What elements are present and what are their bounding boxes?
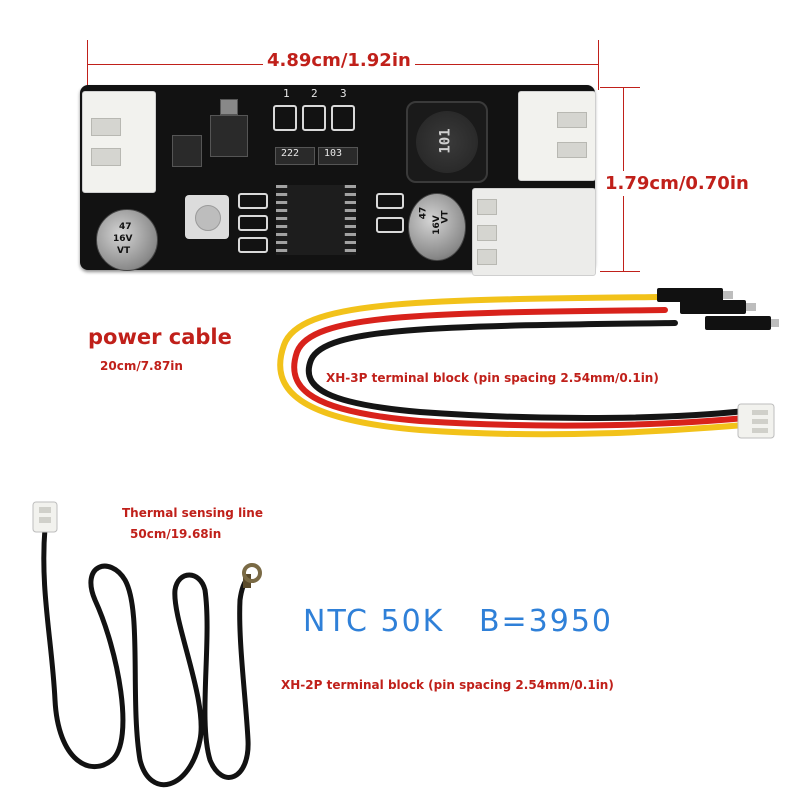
power-cable bbox=[277, 294, 748, 438]
small-diode bbox=[172, 135, 202, 167]
regulator-tab bbox=[220, 99, 238, 115]
thermal-line bbox=[41, 525, 251, 788]
left-fan-connector bbox=[82, 91, 156, 193]
thermal-sensing-length: 50cm/19.68in bbox=[130, 527, 222, 541]
width-dimension-left-tick bbox=[87, 40, 88, 90]
height-dimension-bottom-tick bbox=[600, 271, 640, 272]
power-inductor: 101 bbox=[406, 101, 488, 183]
power-cable-title: power cable bbox=[88, 325, 232, 349]
width-dimension-right-tick bbox=[598, 40, 599, 90]
resistor-103 bbox=[318, 147, 358, 165]
smd-pad-a bbox=[238, 193, 268, 209]
resistor-222-code: 222 bbox=[281, 148, 300, 159]
resistor-222 bbox=[275, 147, 315, 165]
height-dimension-top-tick bbox=[600, 87, 640, 88]
ntc-ring-terminal bbox=[242, 563, 262, 588]
jumper-pad-1 bbox=[273, 105, 297, 131]
jumper-pad-2 bbox=[302, 105, 326, 131]
right-fan-connector bbox=[518, 91, 596, 181]
silk-pin-1: 1 bbox=[283, 87, 290, 100]
xh2p-label: XH-2P terminal block (pin spacing 2.54mm… bbox=[281, 678, 614, 692]
xh3p-label: XH-3P terminal block (pin spacing 2.54mm… bbox=[326, 371, 659, 385]
board-height-label: 1.79cm/0.70in bbox=[603, 171, 751, 196]
control-ic-chip bbox=[276, 185, 356, 255]
smd-pad-e bbox=[376, 217, 404, 233]
board-width-label: 4.89cm/1.92in bbox=[263, 50, 415, 71]
dupont-connectors bbox=[657, 288, 779, 330]
xh3p-board-connector bbox=[472, 188, 596, 276]
silk-pin-2: 2 bbox=[311, 87, 318, 100]
thermal-sensing-title: Thermal sensing line bbox=[122, 506, 263, 520]
smd-pad-b bbox=[238, 215, 268, 231]
smd-pad-c bbox=[238, 237, 268, 253]
pcb-board: 1 2 3 222 103 101 47 16V VT 47 16V VT bbox=[80, 85, 596, 276]
jumper-pad-3 bbox=[331, 105, 355, 131]
resistor-103-code: 103 bbox=[324, 148, 343, 159]
xh3p-plug bbox=[737, 403, 775, 439]
tactile-button bbox=[185, 195, 229, 239]
capacitor-left: 47 16V VT bbox=[96, 209, 158, 271]
smd-pad-d bbox=[376, 193, 404, 209]
voltage-regulator-chip bbox=[210, 115, 248, 157]
xh2p-plug bbox=[32, 501, 58, 533]
silk-pin-3: 3 bbox=[340, 87, 347, 100]
ntc-spec-label: NTC 50K B=3950 bbox=[303, 604, 614, 639]
power-cable-length: 20cm/7.87in bbox=[100, 359, 183, 373]
capacitor-right: 47 16V VT bbox=[408, 193, 466, 261]
